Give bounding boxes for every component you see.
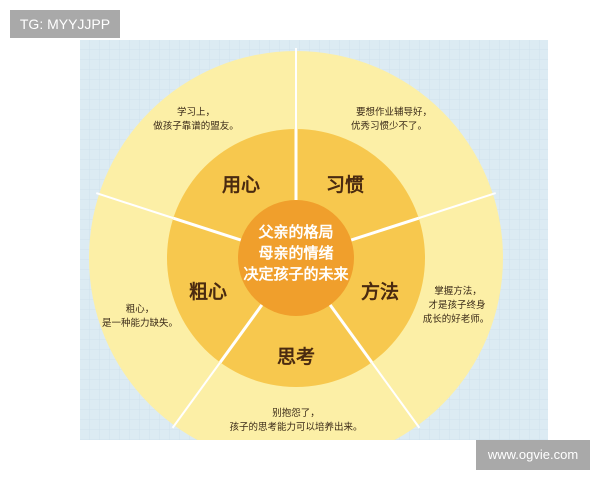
note-cuxin-2: 是一种能力缺失。 (102, 317, 178, 329)
segment-divider (328, 304, 374, 364)
diagram: 父亲的格局 母亲的情绪 决定孩子的未来 用心 习惯 方法 思考 粗心 学习上， … (80, 40, 548, 440)
segment-label-fangfa: 方法 (361, 280, 399, 303)
segment-divider (418, 192, 497, 220)
note-fangfa-2: 才是孩子终身 (428, 299, 485, 311)
segment-divider (350, 216, 420, 242)
center-line-2: 母亲的情绪 (258, 244, 333, 262)
note-fangfa-1: 掌握方法， (434, 285, 482, 297)
note-yongxin-2: 做孩子靠谱的盟友。 (153, 120, 239, 132)
note-yongxin-1: 学习上， (177, 106, 215, 118)
note-xiguan-1: 要想作业辅导好， (356, 106, 432, 118)
segment-divider (171, 361, 221, 429)
note-fangfa-3: 成长的好老师。 (423, 313, 490, 325)
watermark-top: TG: MYYJJPP (10, 10, 120, 38)
segment-divider (371, 361, 421, 429)
center-line-1: 父亲的格局 (257, 223, 333, 241)
center-line-3: 决定孩子的未来 (243, 265, 349, 283)
segment-divider (95, 192, 174, 220)
segment-divider (218, 304, 264, 364)
segment-label-yongxin: 用心 (222, 174, 260, 196)
note-sikao-2: 孩子的思考能力可以培养出来。 (229, 421, 362, 433)
note-sikao-1: 别抱怨了， (272, 407, 320, 419)
note-cuxin-1: 粗心， (126, 303, 155, 315)
segment-label-sikao: 思考 (277, 346, 315, 368)
center-circle (238, 200, 354, 316)
segment-divider (172, 216, 242, 242)
watermark-bottom: www.ogvie.com (476, 440, 590, 470)
segment-label-cuxin: 粗心 (189, 280, 227, 303)
note-xiguan-2: 优秀习惯少不了。 (351, 120, 427, 132)
segment-label-xiguan: 习惯 (326, 173, 364, 196)
